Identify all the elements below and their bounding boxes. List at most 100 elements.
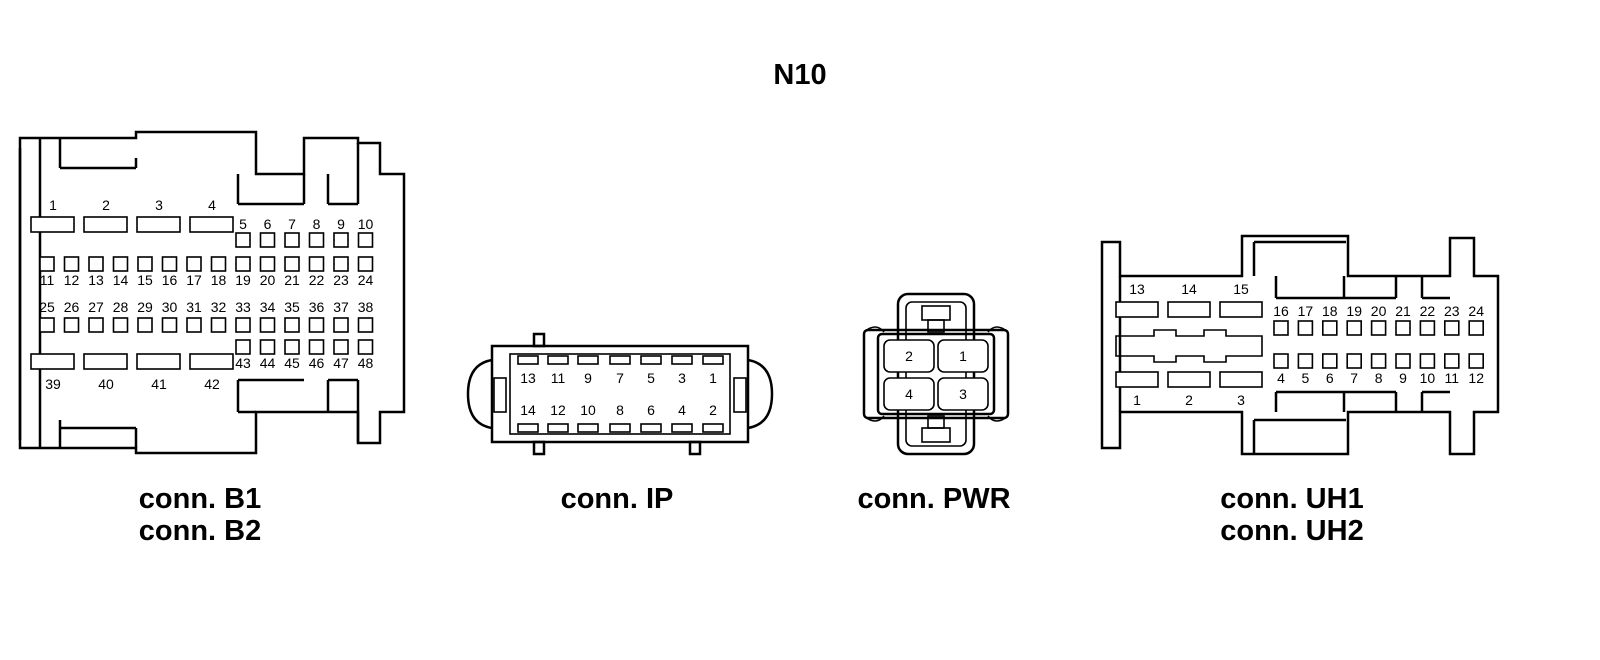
diagram-title: N10 bbox=[773, 59, 826, 91]
pin-slot bbox=[235, 256, 251, 272]
pin-slot bbox=[112, 256, 129, 272]
pin-slot bbox=[259, 232, 276, 248]
pin-label: 12 bbox=[550, 402, 566, 418]
pin-label: 9 bbox=[337, 216, 345, 232]
pin-slot bbox=[1444, 320, 1460, 336]
pin-label: 35 bbox=[284, 299, 300, 315]
pin-slot bbox=[88, 317, 104, 333]
pin-label: 4 bbox=[905, 386, 913, 402]
pin-slot bbox=[1346, 353, 1362, 369]
pin-label: 8 bbox=[616, 402, 624, 418]
pin-label: 14 bbox=[520, 402, 536, 418]
pin-slot bbox=[83, 216, 128, 233]
pin-label: 11 bbox=[1445, 370, 1460, 386]
pin-slot bbox=[357, 256, 374, 272]
pin-label: 23 bbox=[333, 272, 349, 288]
pin-slot bbox=[210, 317, 227, 333]
pin-slot bbox=[161, 317, 178, 333]
pin-label: 12 bbox=[64, 272, 80, 288]
pin-slot bbox=[284, 317, 300, 333]
pin-slot bbox=[702, 423, 724, 433]
pin-slot bbox=[640, 355, 662, 365]
connector-pwr-label: conn. PWR bbox=[857, 483, 1010, 515]
pin-label: 1 bbox=[1133, 392, 1141, 408]
pin-slot bbox=[1395, 353, 1411, 369]
pin-label: 9 bbox=[1399, 370, 1407, 386]
pin-label: 13 bbox=[1129, 281, 1145, 297]
pin-slot bbox=[1419, 320, 1436, 336]
pin-label: 41 bbox=[151, 376, 167, 392]
pin-label: 10 bbox=[358, 216, 374, 232]
pin-label: 10 bbox=[580, 402, 596, 418]
pin-label: 24 bbox=[358, 272, 374, 288]
connector-pwr-housing bbox=[862, 292, 1010, 456]
pin-label: 17 bbox=[186, 272, 202, 288]
pin-label: 15 bbox=[137, 272, 153, 288]
pin-slot bbox=[517, 423, 539, 433]
pin-label: 15 bbox=[1233, 281, 1249, 297]
connector-uh-housing bbox=[1100, 234, 1500, 456]
pin-slot bbox=[284, 339, 300, 355]
pin-slot bbox=[1419, 353, 1436, 369]
pin-slot bbox=[1468, 320, 1484, 336]
pin-slot bbox=[357, 339, 374, 355]
pin-label: 36 bbox=[309, 299, 325, 315]
pin-slot bbox=[1297, 353, 1314, 369]
pin-slot bbox=[137, 317, 153, 333]
pin-slot bbox=[136, 216, 181, 233]
pin-label: 17 bbox=[1298, 303, 1314, 319]
pin-label: 18 bbox=[1322, 303, 1338, 319]
pin-slot bbox=[235, 317, 251, 333]
pin-label: 2 bbox=[1185, 392, 1193, 408]
pin-slot bbox=[88, 256, 104, 272]
pin-slot bbox=[308, 256, 325, 272]
pin-slot bbox=[671, 423, 693, 433]
pin-slot bbox=[1395, 320, 1411, 336]
pin-label: 26 bbox=[64, 299, 80, 315]
pin-label: 7 bbox=[616, 370, 624, 386]
pin-slot bbox=[609, 423, 631, 433]
pin-label: 11 bbox=[40, 272, 55, 288]
pin-label: 2 bbox=[102, 197, 110, 213]
pin-slot bbox=[137, 256, 153, 272]
pin-label: 13 bbox=[520, 370, 536, 386]
pin-slot bbox=[259, 256, 276, 272]
pin-slot bbox=[333, 232, 349, 248]
pin-label: 23 bbox=[1444, 303, 1460, 319]
pin-label: 29 bbox=[137, 299, 153, 315]
pin-label: 13 bbox=[88, 272, 104, 288]
pin-slot bbox=[671, 355, 693, 365]
connector-ip-label: conn. IP bbox=[561, 483, 674, 515]
connector-uh1-label: conn. UH1 bbox=[1220, 483, 1363, 515]
pin-slot bbox=[189, 353, 234, 370]
pin-label: 6 bbox=[264, 216, 272, 232]
pin-label: 43 bbox=[235, 355, 251, 371]
pin-label: 3 bbox=[155, 197, 163, 213]
pin-slot bbox=[1115, 371, 1159, 388]
pin-label: 2 bbox=[905, 348, 913, 364]
pin-slot bbox=[63, 317, 80, 333]
pin-slot bbox=[210, 256, 227, 272]
connector-b2-label: conn. B2 bbox=[139, 515, 261, 547]
pin-label: 42 bbox=[204, 376, 220, 392]
pin-label: 32 bbox=[211, 299, 227, 315]
pin-label: 18 bbox=[211, 272, 227, 288]
pin-slot bbox=[30, 216, 75, 233]
pin-slot bbox=[1115, 301, 1159, 318]
pin-label: 40 bbox=[98, 376, 114, 392]
pin-label: 39 bbox=[45, 376, 61, 392]
pin-label: 38 bbox=[358, 299, 374, 315]
pin-slot bbox=[259, 339, 276, 355]
pin-slot bbox=[189, 216, 234, 233]
pin-label: 2 bbox=[709, 402, 717, 418]
pin-slot bbox=[702, 355, 724, 365]
pin-label: 20 bbox=[1371, 303, 1387, 319]
pin-slot bbox=[547, 355, 569, 365]
pin-label: 14 bbox=[1181, 281, 1197, 297]
pin-label: 3 bbox=[1237, 392, 1245, 408]
pin-slot bbox=[39, 256, 55, 272]
pin-slot bbox=[1273, 320, 1289, 336]
pin-label: 25 bbox=[39, 299, 55, 315]
